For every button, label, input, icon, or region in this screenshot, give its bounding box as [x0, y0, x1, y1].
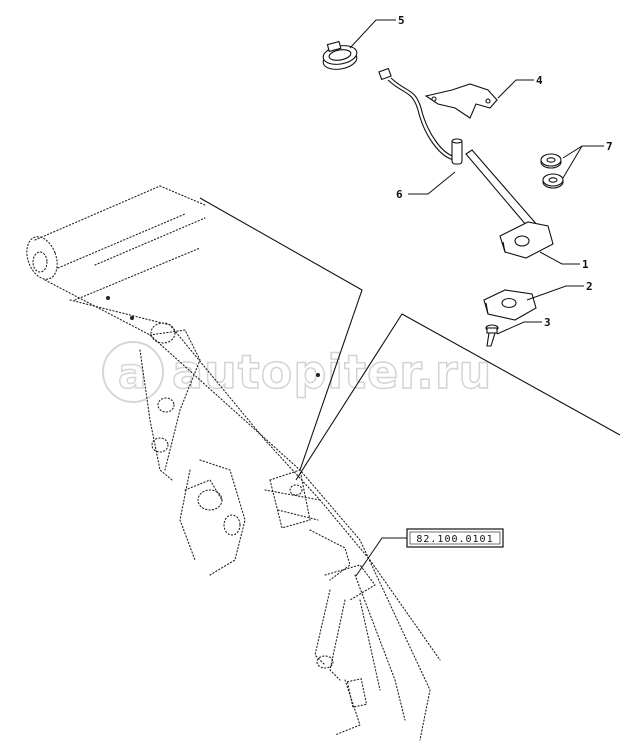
boom-assembly	[26, 185, 441, 741]
washers-part	[540, 153, 564, 189]
callout-7: 7	[606, 140, 613, 153]
bolt-part	[485, 324, 499, 347]
guide-lines	[199, 197, 621, 481]
watermark-text: autopiter.ru	[172, 345, 492, 399]
callout-2: 2	[586, 280, 593, 293]
bracket-plate-part	[424, 83, 498, 119]
hose-clamp-part	[322, 40, 358, 70]
callout-4: 4	[536, 74, 543, 87]
callout-5: 5	[398, 14, 405, 27]
sensor-arm-part	[465, 149, 554, 259]
callout-6: 6	[396, 188, 403, 201]
leader-lines	[349, 19, 604, 577]
reference-box: 82.100.0101	[406, 528, 504, 548]
svg-text:a: a	[118, 349, 146, 398]
watermark: a autopiter.ru	[102, 341, 492, 403]
reference-code: 82.100.0101	[416, 534, 493, 545]
sensor-cable-part	[378, 67, 463, 165]
callout-1: 1	[582, 258, 589, 271]
callout-labels: 5 4 7 6 1 2 3	[396, 14, 613, 329]
callout-3: 3	[544, 316, 551, 329]
clamp-half-part	[483, 289, 537, 321]
